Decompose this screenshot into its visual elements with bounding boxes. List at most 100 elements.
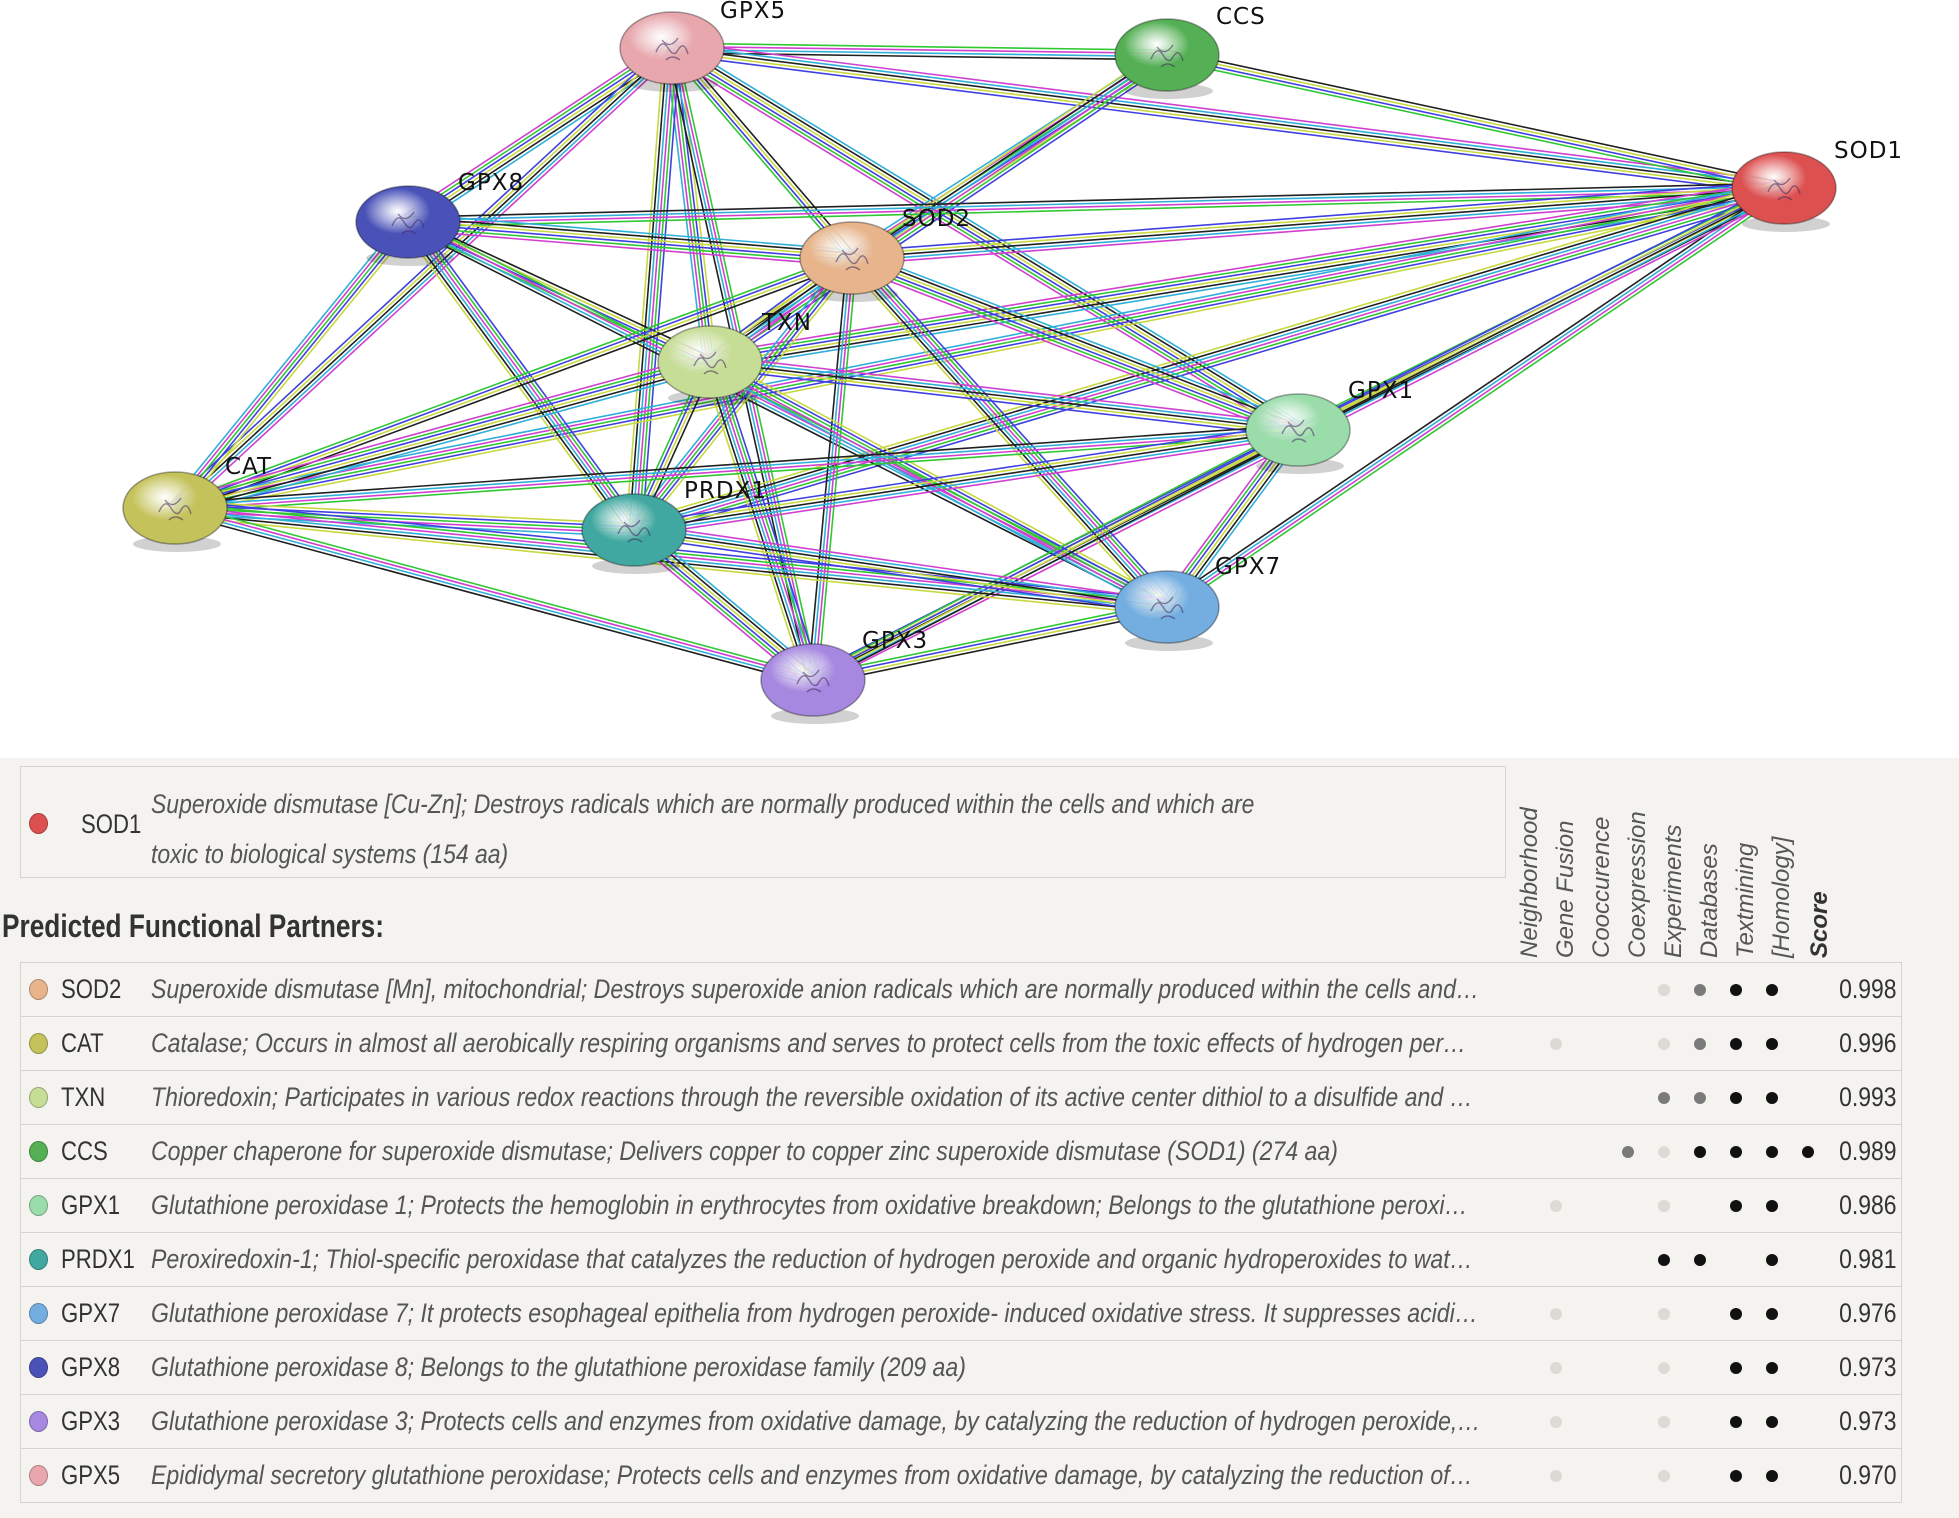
partner-name[interactable]: GPX7 (61, 1298, 121, 1328)
edge-gpx7-gpx3[interactable] (811, 601, 1169, 686)
edge-strand (408, 219, 853, 258)
edge-gpx8-prdx1[interactable] (400, 216, 642, 536)
edge-strand (632, 535, 1167, 615)
evidence-dot-experiments (1694, 1146, 1706, 1158)
edge-strand (1165, 58, 1784, 194)
edge-strand (176, 502, 815, 677)
partner-row[interactable]: CCS Copper chaperone for superoxide dismu… (21, 1125, 1901, 1179)
edge-strand (1167, 49, 1786, 185)
edge-sod1-gpx7[interactable] (1163, 183, 1788, 612)
partner-name[interactable]: CAT (61, 1028, 104, 1058)
node-sod1[interactable]: SOD1 (1731, 138, 1903, 232)
partner-row[interactable]: GPX7 Glutathione peroxidase 7; It protect… (21, 1287, 1901, 1341)
node-gpx8[interactable]: GPX8 (355, 170, 524, 266)
edge-prdx1-gpx7[interactable] (632, 522, 1169, 615)
partner-name[interactable]: GPX3 (61, 1406, 121, 1436)
edge-ccs-sod1[interactable] (1165, 49, 1786, 194)
edge-gpx5-sod1[interactable] (671, 40, 1785, 196)
edge-gpx1-gpx3[interactable] (810, 425, 1301, 685)
edge-strand (709, 367, 1298, 438)
partner-row[interactable]: PRDX1 Peroxiredoxin-1; Thiol-specific per… (21, 1233, 1901, 1287)
edge-sod2-gpx3[interactable] (807, 257, 858, 681)
evidence-dot-homology (1802, 1092, 1814, 1104)
edge-strand (710, 188, 1785, 365)
evidence-dot-homology (1802, 1038, 1814, 1050)
partner-description: Peroxiredoxin-1; Thiol-specific peroxida… (151, 1244, 1473, 1274)
partner-name[interactable]: GPX1 (61, 1190, 121, 1220)
edge-strand (407, 182, 1784, 219)
node-sod2[interactable]: SOD2 (799, 206, 971, 302)
partner-name[interactable]: CCS (61, 1136, 108, 1166)
evidence-dot-gene-fusion (1586, 1254, 1598, 1266)
edge-sod2-gpx7[interactable] (845, 252, 1174, 613)
edge-strand (634, 48, 675, 531)
edge-gpx1-prdx1[interactable] (632, 422, 1300, 538)
edge-gpx8-cat[interactable] (169, 217, 414, 513)
node-gpx1[interactable]: GPX1 (1245, 378, 1414, 474)
partner-name[interactable]: GPX5 (61, 1460, 121, 1490)
edge-gpx1-cat[interactable] (174, 424, 1299, 514)
node-ccs[interactable]: CCS (1114, 4, 1266, 99)
query-protein-name[interactable]: SOD1 (81, 809, 142, 839)
edge-strand (175, 505, 814, 680)
edge-strand (851, 184, 1784, 256)
section-title: Predicted Functional Partners: (2, 908, 385, 944)
edge-sod2-gpx1[interactable] (848, 249, 1302, 439)
partner-name[interactable]: TXN (61, 1082, 106, 1112)
edge-gpx5-cat[interactable] (170, 42, 677, 514)
edge-strand (810, 425, 1297, 677)
edge-txn-gpx3[interactable] (701, 359, 822, 683)
edge-strand (701, 364, 807, 683)
column-header-score: Score (1806, 758, 1860, 958)
node-label: CCS (1216, 4, 1266, 30)
partner-description: Glutathione peroxidase 7; It protects es… (151, 1298, 1478, 1328)
node-prdx1[interactable]: PRDX1 (581, 478, 767, 574)
edge-sod2-cat[interactable] (173, 252, 854, 514)
edge-cat-gpx3[interactable] (173, 502, 815, 686)
node-cat[interactable]: CAT (122, 454, 272, 552)
edge-gpx5-prdx1[interactable] (625, 47, 681, 531)
edge-strand (670, 48, 852, 260)
edge-txn-cat[interactable] (172, 353, 713, 517)
edge-sod1-txn[interactable] (708, 179, 1786, 371)
edge-strand (174, 184, 1784, 506)
protein-structure-icon (1767, 177, 1801, 201)
node-txn[interactable]: TXN (657, 310, 812, 406)
edge-strand (810, 257, 852, 680)
node-gpx5[interactable]: GPX5 (619, 0, 786, 92)
evidence-dot-experiments (1694, 1254, 1706, 1266)
edge-gpx8-sod2[interactable] (407, 213, 853, 267)
node-gpx7[interactable]: GPX7 (1114, 554, 1281, 651)
partner-name[interactable]: GPX8 (61, 1352, 121, 1382)
edge-gpx5-ccs[interactable] (671, 42, 1168, 61)
partner-name[interactable]: PRDX1 (61, 1244, 135, 1274)
edge-strand (175, 500, 635, 525)
edge-sod1-sod2[interactable] (851, 180, 1785, 266)
partner-description: Copper chaperone for superoxide dismutas… (151, 1136, 1338, 1166)
evidence-dot-experiments (1694, 1470, 1706, 1482)
node-gpx3[interactable]: GPX3 (760, 628, 928, 724)
edge-strand (173, 511, 812, 686)
edge-strand (407, 225, 852, 264)
partner-score: 0.981 (1839, 1244, 1897, 1274)
partner-name[interactable]: SOD2 (61, 974, 122, 1004)
edge-gpx5-gpx1[interactable] (667, 40, 1303, 438)
edge-gpx8-gpx7[interactable] (405, 217, 1170, 612)
column-header-label: Neighborhood (1516, 807, 1543, 958)
partner-score: 0.993 (1839, 1082, 1897, 1112)
evidence-dot-textmining (1766, 1146, 1778, 1158)
edge-txn-gpx1[interactable] (709, 354, 1299, 438)
edge-gpx5-sod2[interactable] (667, 44, 857, 262)
evidence-dot-cooccurence (1622, 1092, 1634, 1104)
edge-strand (710, 358, 1299, 428)
edge-sod1-cat[interactable] (173, 180, 1786, 516)
